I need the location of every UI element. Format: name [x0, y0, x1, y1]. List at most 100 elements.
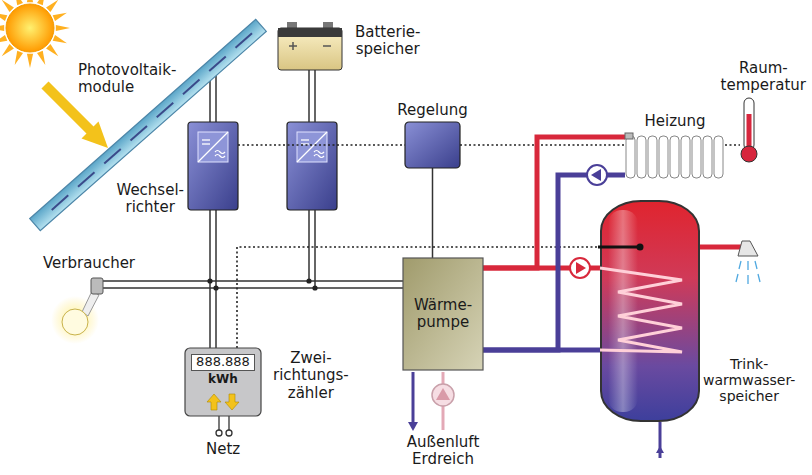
pv-module-shape: [52, 195, 69, 210]
meter-shape: [225, 394, 239, 410]
grid-terminals: [226, 430, 232, 436]
battery-wires: [308, 70, 310, 122]
battery-inverter: [314, 151, 324, 158]
storage-pump: [570, 258, 590, 278]
radiator-shape: [648, 136, 657, 178]
heat-source-arrows: [408, 372, 454, 431]
room-temperature-label: Raum- temperatur: [721, 60, 806, 95]
inverter-shape: [188, 122, 238, 210]
heat-pump: Wärme- pumpe: [403, 258, 483, 370]
tank-label: Trink- warmwasser- speicher: [703, 356, 795, 404]
battery-storage-shape: [278, 28, 342, 70]
junction-dot: [306, 278, 311, 283]
grid-label: Netz: [206, 441, 240, 458]
heat-source-arrows: [408, 422, 418, 431]
hot-water-outlet: [739, 261, 741, 269]
hot-water-tank-shape: [600, 268, 682, 352]
sun: [37, 51, 45, 65]
meter-display: 888.888: [191, 354, 255, 371]
hot-water-tank-shape: [637, 244, 644, 251]
radiator-shape: [625, 133, 725, 181]
battery-inverter: [297, 132, 327, 162]
grid-terminals: [216, 430, 222, 436]
sunlight-arrow: [82, 122, 109, 149]
meter-shape: [207, 394, 221, 410]
heating-pump: [591, 169, 601, 181]
inverter-shape: [202, 143, 210, 144]
radiator-shape: [626, 136, 635, 178]
grid-terminals: [216, 416, 232, 436]
battery-storage-shape: [275, 18, 345, 72]
lamp-shape: [62, 309, 88, 335]
inverter-shape: [188, 122, 238, 210]
inverter-shape: [202, 139, 210, 140]
connector-path: [725, 144, 740, 146]
connector-path: [460, 144, 625, 146]
junction-dot: [207, 278, 317, 290]
hot-water-outlet: [747, 261, 748, 270]
pv-module-shape: [157, 103, 174, 118]
sun: [53, 35, 67, 43]
power-line: [432, 168, 433, 258]
radiator-shape: [714, 136, 723, 178]
heat-source-label: Außenluft Erdreich: [407, 434, 480, 469]
meter-label: Zwei- richtungs- zähler: [273, 350, 349, 402]
inverter-shape: [198, 132, 228, 162]
junction-dot: [207, 278, 212, 283]
junction-dot: [213, 285, 218, 290]
inverter-shape: [198, 132, 228, 162]
connector-path: [103, 287, 403, 289]
sun: [2, 44, 14, 56]
signal-line: [460, 145, 625, 146]
battery-storage: Batterie- speicher: [275, 18, 345, 72]
connector-path: [483, 348, 600, 353]
connector-path: [103, 280, 403, 282]
inverter-label: Wechsel- richter: [116, 182, 184, 217]
pv-module-shape: [130, 126, 147, 141]
meter: 888.888kWhZwei- richtungs- zähler: [185, 348, 261, 416]
thermometer-shape: [741, 146, 757, 162]
storage-pump: [570, 258, 590, 278]
hot-water-tank: Trink- warmwasser- speicher: [600, 200, 700, 422]
sun: [2, 0, 14, 12]
heat-pump-label: Wärme- pumpe: [414, 297, 472, 332]
hot-water-outlet: [758, 274, 760, 282]
sun: [15, 0, 23, 5]
signal-line: [725, 145, 740, 146]
lamp: Verbraucher: [55, 276, 103, 342]
heat-pump-shape: [403, 258, 483, 370]
pv-module-shape: [183, 80, 200, 95]
pv-module-shape: [30, 19, 267, 230]
thermometer-shape: [740, 98, 758, 162]
sun: [27, 54, 33, 68]
hot-water-tank-shape: [608, 210, 638, 412]
lamp-shape: [91, 278, 103, 294]
controller-box-shape: [405, 122, 460, 168]
battery-storage-shape: [289, 42, 331, 50]
thermometer: Raum- temperatur: [740, 98, 758, 162]
hot-water-outlet: [738, 241, 758, 256]
sun: [46, 44, 58, 56]
radiator-shape: [637, 136, 646, 178]
heating-pump: [587, 165, 607, 185]
connector-path: [215, 70, 217, 122]
junction-dot: [312, 285, 317, 290]
battery-inverter: [287, 122, 337, 210]
hot-water-tank-shape: [601, 201, 699, 421]
battery-wires: [309, 70, 315, 288]
hot-water-outlet: [755, 261, 757, 269]
sun: [37, 0, 45, 5]
radiator-shape: [625, 133, 633, 139]
hot-water-tank-shape: [600, 200, 700, 422]
hot-water-outlet: [736, 261, 760, 284]
battery-wires: [314, 210, 316, 288]
controller-label: Regelung: [397, 102, 467, 119]
radiator-shape: [659, 136, 668, 178]
meter-unit: kWh: [208, 373, 238, 387]
signal-line: [238, 145, 405, 146]
meter-shape: [185, 348, 261, 416]
sun: [0, 0, 70, 68]
connector-path: [238, 144, 405, 146]
